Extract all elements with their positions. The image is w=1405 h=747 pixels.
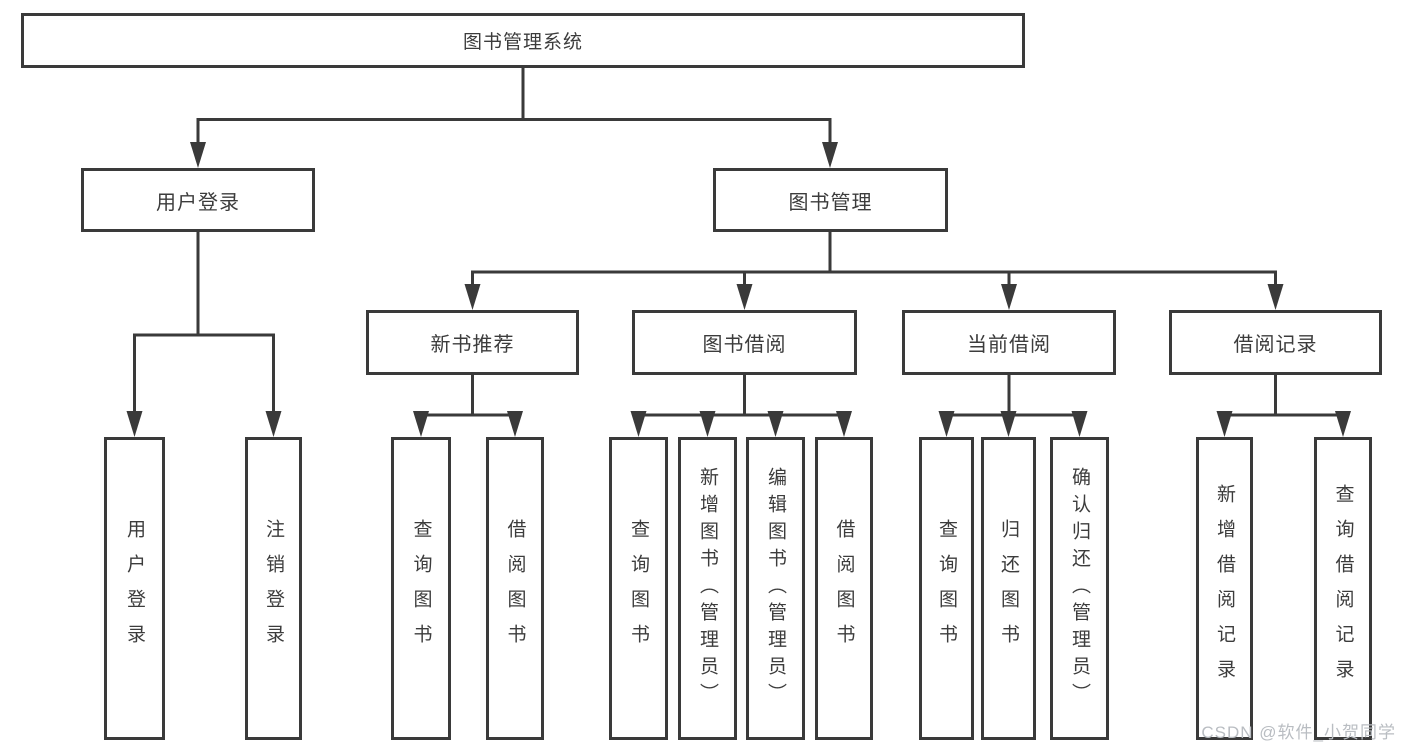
node-label: 新增借阅记录	[1214, 483, 1235, 694]
arrowheads	[126, 142, 1351, 437]
csdn-watermark: CSDN @软件_小贺同学	[1201, 723, 1396, 742]
node-label: 编辑图书（管理员）	[765, 467, 786, 710]
node-library-management-system: 图书管理系统	[21, 13, 1025, 68]
node-new-book-recommendation: 新书推荐	[366, 310, 579, 375]
node-leaf-return-books: 归还图书	[981, 437, 1036, 740]
node-label: 归还图书	[998, 518, 1019, 659]
node-label: 注销登录	[263, 518, 284, 659]
edge-borrow-to-leaves	[637, 375, 846, 424]
edge-records-to-leaves	[1223, 375, 1345, 424]
node-label: 借阅图书	[833, 518, 855, 659]
node-label: 图书管理系统	[462, 32, 583, 53]
node-leaf-query-borrow-record: 查询借阅记录	[1314, 437, 1372, 740]
node-label: 图书管理	[788, 191, 873, 214]
node-leaf-query-books-2: 查询图书	[609, 437, 668, 740]
node-leaf-add-borrow-record: 新增借阅记录	[1196, 437, 1253, 740]
node-label: 用户登录	[156, 191, 240, 214]
node-leaf-logout: 注销登录	[245, 437, 302, 740]
node-current-borrowing: 当前借阅	[902, 310, 1116, 375]
edge-newrec-to-leaves	[419, 375, 517, 424]
node-leaf-confirm-return-admin: 确认归还（管理员）	[1050, 437, 1109, 740]
node-leaf-borrow-books-2: 借阅图书	[815, 437, 873, 740]
edge-bookmgmt-to-level3	[471, 232, 1277, 288]
node-label: 借阅记录	[1233, 334, 1318, 356]
node-label: 查询图书	[628, 518, 649, 659]
edge-root-to-level2	[196, 68, 832, 145]
node-label: 借阅图书	[504, 518, 526, 659]
node-label: 查询图书	[410, 518, 432, 659]
node-label: 用户登录	[124, 518, 145, 659]
node-leaf-query-books: 查询图书	[391, 437, 451, 740]
node-leaf-borrow-books: 借阅图书	[486, 437, 544, 740]
node-label: 确认归还（管理员）	[1069, 467, 1090, 710]
node-leaf-query-books-3: 查询图书	[919, 437, 974, 740]
node-label: 查询借阅记录	[1332, 483, 1354, 694]
node-label: 新增图书（管理员）	[697, 467, 718, 710]
node-book-borrowing: 图书借阅	[632, 310, 857, 375]
node-leaf-user-login: 用户登录	[104, 437, 165, 740]
node-label: 新书推荐	[430, 334, 515, 356]
node-borrowing-records: 借阅记录	[1169, 310, 1382, 375]
node-label: 图书借阅	[702, 334, 787, 356]
node-book-management: 图书管理	[713, 168, 948, 232]
node-leaf-add-books-admin: 新增图书（管理员）	[678, 437, 737, 740]
node-label: 查询图书	[936, 518, 957, 659]
node-leaf-edit-books-admin: 编辑图书（管理员）	[746, 437, 805, 740]
edge-userlogin-to-leaves	[133, 232, 275, 414]
node-user-login: 用户登录	[81, 168, 315, 232]
node-label: 当前借阅	[967, 334, 1051, 356]
